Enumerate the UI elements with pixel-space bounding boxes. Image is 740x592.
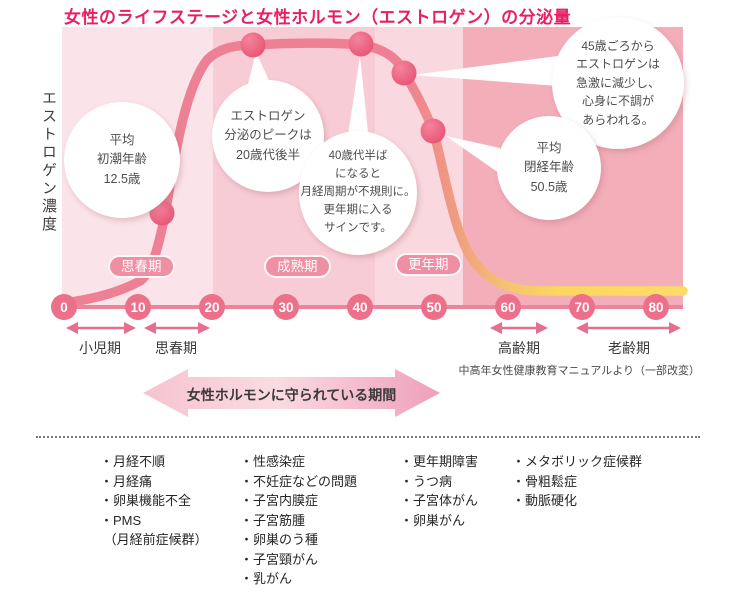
dotted-separator — [36, 436, 700, 438]
bubble-text-line: サインです。 — [324, 221, 392, 234]
axis-tick-60: 60 — [495, 294, 521, 320]
bubble-text-line: 閉経年齢 — [523, 160, 574, 175]
axis-tick-30: 30 — [273, 294, 299, 320]
condition-item: ・うつ病 — [400, 473, 453, 489]
bubble-text-line: エストロゲン — [230, 108, 306, 123]
range-label-old-age: 老齢期 — [608, 340, 650, 356]
arrow-childhood — [66, 322, 136, 334]
curve-markers — [149, 31, 446, 226]
bubble-mid-40s-irregular: 40歳代半ばになると月経周期が不規則に。更年期に入るサインです。 — [299, 131, 417, 255]
axis-tick-70: 70 — [569, 294, 595, 320]
bubble-average-menarche: 平均初潮年齢 12.5歳 — [64, 102, 180, 218]
bubble-text-line: 平均 — [109, 132, 135, 147]
bubble-text-line: 平均 — [536, 140, 562, 155]
bubble-text-line: 20歳代後半 — [236, 147, 300, 162]
condition-item: ・月経不順 — [100, 454, 166, 469]
stage-pill-maturity: 成熟期 — [264, 255, 331, 278]
bubble-text-line: あらわれる。 — [582, 112, 654, 127]
condition-item: ・月経痛 — [100, 473, 153, 489]
condition-item: ・性感染症 — [240, 454, 306, 469]
condition-item: ・卵巣機能不全 — [100, 493, 192, 508]
range-label-childhood: 小児期 — [79, 340, 121, 356]
condition-list-maturity: ・性感染症・不妊症などの問題・子宮内膜症・子宮筋腫・卵巣のう種・子宮頸がん・乳が… — [240, 452, 357, 589]
condition-item: ・骨粗鬆症 — [512, 473, 578, 489]
condition-item: ・乳がん — [240, 571, 293, 586]
bubble-text-line: 初潮年齢 — [96, 152, 147, 167]
condition-item: ・不妊症などの問題 — [240, 473, 358, 489]
marker-peak — [240, 32, 266, 58]
bubble-text-line: 急激に減少し、 — [575, 75, 660, 90]
condition-item: ・子宮頸がん — [240, 551, 319, 567]
condition-item: ・メタボリック症候群 — [512, 454, 643, 469]
arrow-puberty — [144, 322, 210, 334]
bubble-text-line: 50.5歳 — [530, 179, 568, 194]
bubble-text-line: 12.5歳 — [103, 171, 141, 186]
estrogen-curve — [59, 38, 688, 308]
bubble-text-line: エストロゲンは — [575, 57, 660, 72]
condition-list-puberty: ・月経不順・月経痛・卵巣機能不全・PMS （月経前症候群） — [100, 452, 208, 550]
arrow-old-age — [576, 322, 681, 334]
axis-tick-40: 40 — [347, 294, 373, 320]
condition-list-menopause: ・更年期障害・うつ病・子宮体がん・卵巣がん — [400, 452, 478, 530]
condition-item: ・子宮内膜症 — [240, 493, 319, 508]
condition-item: ・卵巣のう種 — [240, 532, 319, 547]
marker-age40 — [348, 31, 374, 57]
axis-tick-0: 0 — [51, 294, 77, 320]
tail-decline — [412, 56, 558, 86]
protected-period-arrow — [143, 369, 440, 417]
axis-tick-10: 10 — [125, 294, 151, 320]
y-axis-label: エストロゲン濃度 — [40, 90, 57, 234]
arrow-senior — [490, 322, 548, 334]
condition-item: ・子宮筋腫 — [240, 512, 306, 528]
condition-item: ・動脈硬化 — [512, 493, 578, 508]
bubble-text-line: 45歳ごろから — [581, 38, 655, 53]
condition-list-senior: ・メタボリック症候群・骨粗鬆症・動脈硬化 — [512, 452, 642, 511]
condition-item: ・更年期障害 — [400, 454, 479, 469]
condition-item: ・卵巣がん — [400, 512, 466, 528]
tail-mid40s — [347, 56, 369, 142]
axis-tick-80: 80 — [643, 294, 669, 320]
axis-tick-20: 20 — [199, 294, 225, 320]
stage-pill-puberty: 思春期 — [108, 255, 175, 278]
bubble-text-line: 心身に不調が — [581, 94, 654, 109]
page-title: 女性のライフステージと女性ホルモン（エストロゲン）の分泌量 — [64, 8, 572, 27]
range-label-senior: 高齢期 — [498, 340, 540, 356]
bubble-text-line: 更年期に入る — [323, 203, 393, 216]
condition-item: （月経前症候群） — [100, 532, 208, 547]
bubble-text-line: 月経周期が不規則に。 — [300, 186, 416, 199]
axis-tick-50: 50 — [421, 294, 447, 320]
range-label-puberty: 思春期 — [155, 340, 197, 356]
bubble-text-line: 40歳代半ば — [328, 150, 388, 163]
source-credit: 中高年女性健康教育マニュアルより（一部改変） — [458, 365, 700, 377]
protected-period-label: 女性ホルモンに守られている期間 — [186, 387, 397, 403]
marker-menopause — [420, 118, 446, 144]
marker-age45 — [391, 60, 417, 86]
tail-menopause — [446, 136, 506, 178]
condition-item: ・子宮体がん — [400, 493, 479, 508]
condition-item: ・PMS — [100, 512, 142, 528]
bubble-text-line: になると — [335, 168, 381, 181]
bubble-average-menopause: 平均閉経年齢 50.5歳 — [497, 116, 601, 220]
bubble-text-line: 分泌のピークは — [224, 128, 312, 143]
range-arrows — [66, 322, 681, 334]
stage-pill-menopause: 更年期 — [395, 253, 462, 276]
